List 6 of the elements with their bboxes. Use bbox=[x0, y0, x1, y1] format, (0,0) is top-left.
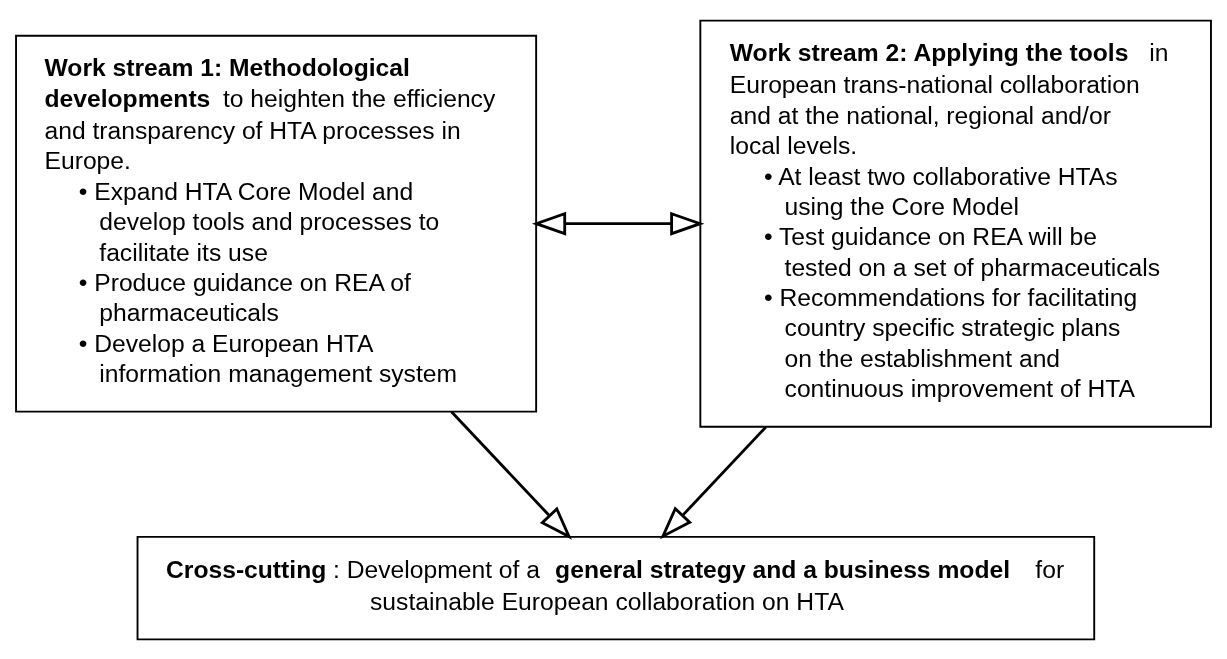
node-box: Cross-cutting: Development of a general strategy and a business model for sustainable European collaboration on HTA bbox=[136, 535, 1096, 640]
node-box: Work stream 2: Applying the tools in European trans-national collaboration and at the national, regional and/or local levels. • At least two collaborative HTAs using the Core Model • Test guidance on REA will be tested on a set of pharmaceuticals • Recommendations for facilitating country specific strategic plans on the establishment and continuous improvement of HTA bbox=[699, 19, 1212, 428]
node-box: Work stream 1: Methodological developments to heighten the efficiency and transparency of HTA processes in Europe. • Expand HTA Core Model and develop tools and processes to facilitate its use • Produce guidance on REA of pharmaceuticals • Develop a European HTA information management system bbox=[15, 34, 538, 413]
arrow bbox=[660, 425, 767, 539]
arrow bbox=[450, 410, 572, 540]
arrow bbox=[531, 211, 705, 236]
